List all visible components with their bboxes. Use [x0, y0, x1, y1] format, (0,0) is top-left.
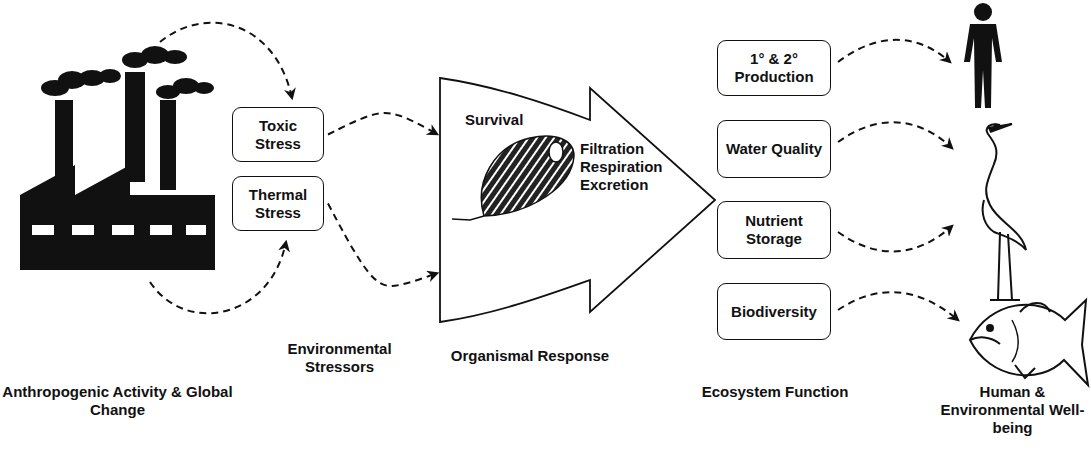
column-label: Environmental Stressors	[262, 340, 417, 376]
factory-icon	[20, 46, 215, 270]
column-label: Anthropogenic Activity & Global Change	[0, 383, 235, 419]
response-arrow: SurvivalFiltration Respiration Excretion	[440, 78, 715, 322]
dashed-arrow	[150, 23, 958, 320]
box-label: Biodiversity	[731, 303, 817, 321]
stressor-box: Thermal Stress	[232, 176, 324, 231]
column-label: Organismal Response	[440, 347, 620, 365]
fish-icon	[970, 300, 1088, 385]
stressor-box: Toxic Stress	[232, 107, 324, 162]
heron-icon	[983, 124, 1026, 300]
column-label: Human & Environmental Well-being	[940, 383, 1085, 437]
mussel-illustration	[452, 136, 574, 220]
box-label: Thermal Stress	[239, 186, 317, 222]
box-label: Toxic Stress	[239, 117, 317, 153]
person-icon	[964, 3, 1002, 108]
dashed-connector	[328, 113, 437, 134]
function-box: Biodiversity	[717, 283, 831, 340]
box-label: 1° & 2° Production	[724, 50, 824, 86]
dashed-connector	[328, 204, 437, 287]
box-label: Nutrient Storage	[724, 212, 824, 248]
response-list: Filtration Respiration Excretion	[580, 140, 680, 194]
response-title: Survival	[465, 111, 555, 129]
arrow-shape	[440, 78, 715, 322]
function-box: 1° & 2° Production	[717, 40, 831, 96]
column-label: Ecosystem Function	[695, 383, 855, 401]
box-label: Water Quality	[726, 140, 822, 158]
function-box: Nutrient Storage	[717, 201, 831, 259]
function-box: Water Quality	[717, 120, 831, 178]
